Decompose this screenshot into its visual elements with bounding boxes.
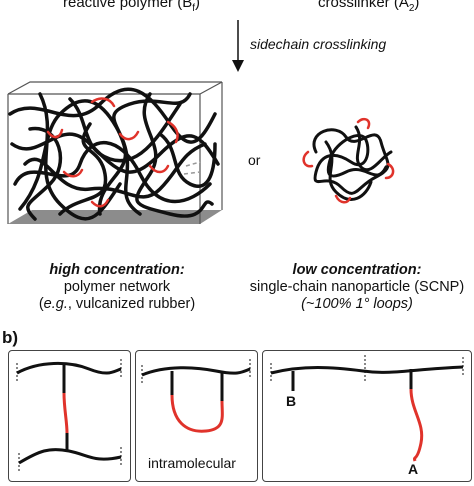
crosslinker-sub: 2	[408, 3, 415, 14]
left-caption-line3: (e.g., vulcanized rubber)	[2, 296, 232, 313]
panel-b-left	[8, 350, 131, 482]
panel-b-middle: intramolecular	[135, 350, 258, 482]
network-chains	[8, 87, 220, 221]
crosslinker-label: crosslinker (A2)	[318, 0, 419, 14]
label-B: B	[286, 393, 297, 409]
right-caption: low concentration: single-chain nanopart…	[242, 262, 472, 313]
label-A: A	[408, 461, 419, 477]
reactive-polymer-sub: f	[192, 3, 195, 14]
scnp-chain	[312, 125, 393, 201]
reactive-polymer-close: )	[195, 0, 200, 11]
left-caption-paren: (	[38, 296, 44, 312]
left-caption-title: high concentration:	[49, 262, 185, 278]
dangling-reactive-groups-diagram	[270, 355, 464, 462]
right-caption-line2: single-chain nanoparticle (SCNP)	[249, 279, 465, 295]
right-caption-line3: (~100% 1° loops)	[301, 296, 413, 312]
scnp-illustration	[302, 117, 395, 204]
intramolecular-label: intramolecular	[148, 455, 236, 471]
reactive-polymer-text: reactive polymer (B	[63, 0, 193, 11]
polymer-network-illustration	[7, 81, 223, 224]
right-caption-title: low concentration:	[292, 262, 422, 278]
left-caption-rest: , vulcanized rubber)	[67, 296, 196, 312]
crosslinker-text: crosslinker (A	[318, 0, 409, 11]
down-arrow-icon	[232, 20, 244, 72]
panel-b-label: b)	[2, 328, 19, 347]
crosslinker-close: )	[414, 0, 420, 11]
or-label: or	[248, 152, 261, 168]
intramolecular-loop-diagram	[141, 359, 251, 433]
arrow-label: sidechain crosslinking	[250, 36, 387, 52]
scnp-loops	[302, 117, 395, 204]
intermolecular-crosslink-diagram	[16, 359, 122, 473]
left-caption: high concentration: polymer network (e.g…	[2, 262, 232, 313]
left-caption-line2: polymer network	[63, 279, 171, 295]
network-crosslinks	[46, 97, 179, 208]
panel-b-right: B A	[262, 350, 472, 482]
left-caption-eg: e.g.	[43, 296, 68, 312]
reactive-polymer-label: reactive polymer (Bf)	[63, 0, 200, 14]
